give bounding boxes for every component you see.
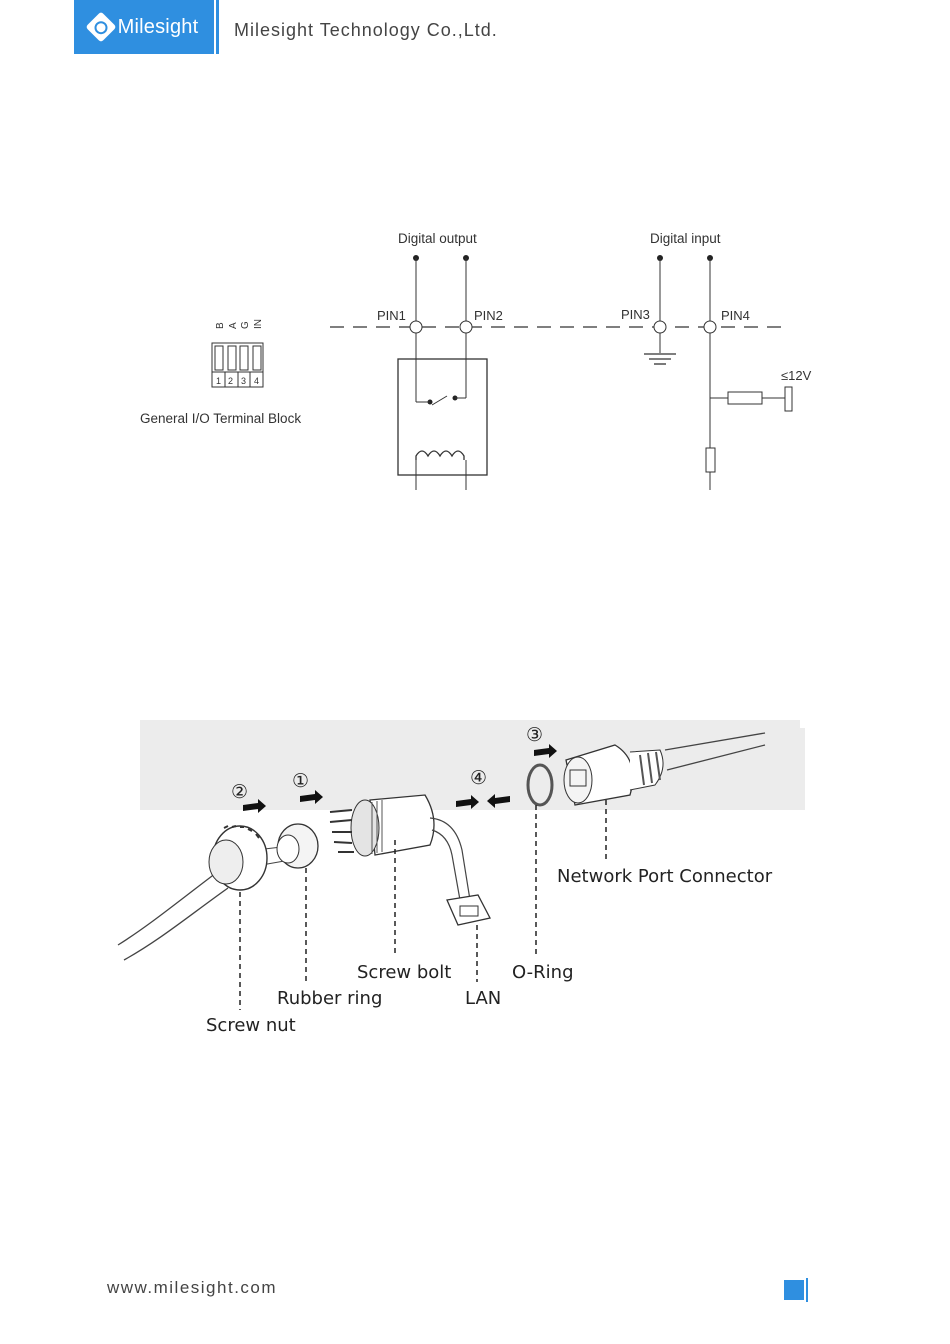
screw-nut-label: Screw nut bbox=[206, 1015, 296, 1036]
pulldown-resistor bbox=[706, 448, 715, 472]
o-ring-label: O-Ring bbox=[512, 962, 574, 983]
arrow-step-3-icon bbox=[534, 744, 557, 758]
pin4-terminal bbox=[704, 321, 716, 333]
arrow-step-2-icon bbox=[243, 799, 266, 813]
screw-bolt-label: Screw bolt bbox=[357, 962, 451, 983]
lan-label: LAN bbox=[465, 988, 501, 1009]
terminal-label-g: G bbox=[240, 321, 251, 329]
terminal-number-2: 2 bbox=[228, 376, 233, 386]
ground-icon bbox=[644, 333, 676, 364]
pin4-label: PIN4 bbox=[721, 308, 750, 323]
pin3-terminal bbox=[654, 321, 666, 333]
terminal-number-1: 1 bbox=[216, 376, 221, 386]
step-1-marker: ① bbox=[292, 770, 309, 792]
terminal-number-3: 3 bbox=[241, 376, 246, 386]
page-marker bbox=[784, 1280, 804, 1300]
voltage-label: ≤12V bbox=[781, 368, 812, 383]
relay-box bbox=[398, 359, 487, 475]
rubber-ring-part bbox=[277, 824, 318, 868]
digital-input-label: Digital input bbox=[650, 231, 721, 246]
rubber-ring-label: Rubber ring bbox=[277, 988, 382, 1009]
terminal-label-a: A bbox=[228, 322, 239, 329]
terminal-label-in: IN bbox=[253, 319, 264, 329]
pin2-label: PIN2 bbox=[474, 308, 503, 323]
footer-url: www.milesight.com bbox=[107, 1278, 277, 1298]
arrow-step-4-left-icon bbox=[487, 794, 510, 808]
network-port-part bbox=[564, 733, 765, 805]
series-resistor bbox=[728, 392, 762, 404]
network-port-connector-label: Network Port Connector bbox=[557, 866, 773, 887]
arrow-step-4-right-icon bbox=[456, 795, 479, 809]
o-ring-part bbox=[528, 765, 552, 805]
pin2-terminal bbox=[460, 321, 472, 333]
terminal-block: B A G IN 1 2 3 4 bbox=[212, 319, 264, 387]
digital-output-label: Digital output bbox=[398, 231, 477, 246]
voltage-terminal bbox=[785, 387, 792, 411]
step-2-marker: ② bbox=[231, 781, 248, 803]
io-wiring-diagram: B A G IN 1 2 3 4 General I/O Terminal Bl… bbox=[0, 0, 950, 520]
lan-plug-part bbox=[447, 895, 490, 925]
arrow-step-1-icon bbox=[300, 790, 323, 804]
terminal-label-b: B bbox=[215, 322, 226, 329]
terminal-caption: General I/O Terminal Block bbox=[140, 411, 301, 426]
diagram-backdrop bbox=[140, 720, 800, 810]
screw-bolt-part bbox=[330, 795, 470, 900]
relay-coil bbox=[416, 451, 464, 460]
screw-nut-part bbox=[209, 826, 267, 890]
step-4-marker: ④ bbox=[470, 767, 487, 789]
footer-divider bbox=[806, 1278, 808, 1302]
pin1-label: PIN1 bbox=[377, 308, 406, 323]
pin1-terminal bbox=[410, 321, 422, 333]
step-3-marker: ③ bbox=[526, 724, 543, 746]
pin3-label: PIN3 bbox=[621, 307, 650, 322]
terminal-number-4: 4 bbox=[254, 376, 259, 386]
